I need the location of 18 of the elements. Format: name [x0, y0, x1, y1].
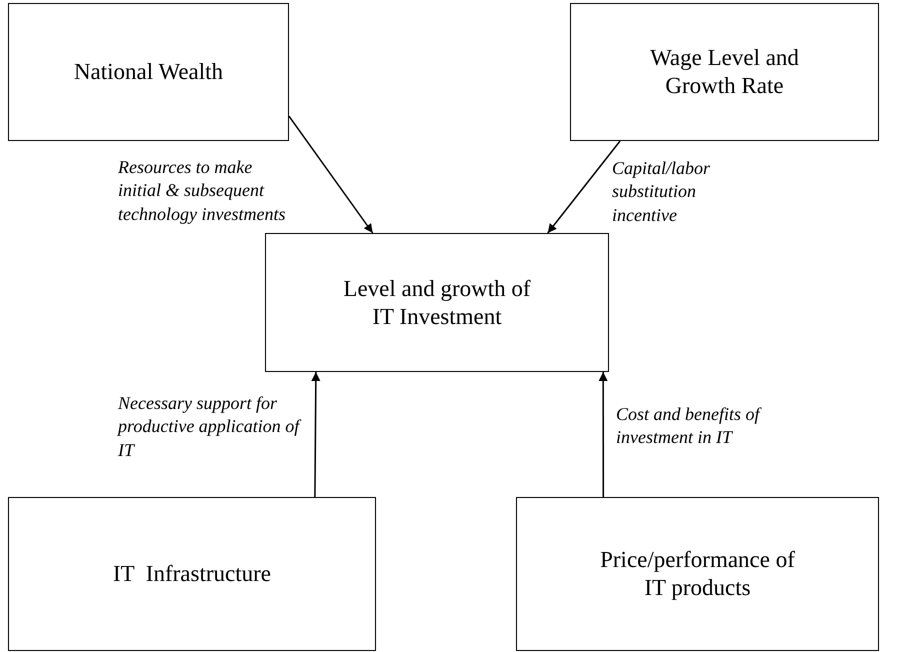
- box-text: National Wealth: [74, 58, 224, 86]
- box-text: Level and growth of IT Investment: [342, 274, 532, 330]
- factor-box: [8, 497, 376, 651]
- edge-label: Cost and benefits of investment in IT: [616, 403, 762, 450]
- factor-box: [8, 3, 289, 141]
- edge-label: Necessary support for productive application of IT: [118, 392, 302, 462]
- arrow: [598, 372, 608, 497]
- box-text: Wage Level and Growth Rate: [649, 44, 800, 100]
- box-text: Price/performance of IT products: [599, 546, 796, 602]
- factor-box: [570, 3, 879, 141]
- arrow: [547, 140, 621, 234]
- arrow: [288, 116, 374, 234]
- edge-label: Resources to make initial & subsequent technology investments: [118, 156, 286, 226]
- edge-label: Capital/labor substitution incentive: [612, 157, 712, 227]
- box-text: IT Infrastructure: [113, 560, 271, 588]
- factor-box: [516, 497, 879, 651]
- factor-box: [265, 233, 609, 372]
- arrow: [311, 372, 320, 497]
